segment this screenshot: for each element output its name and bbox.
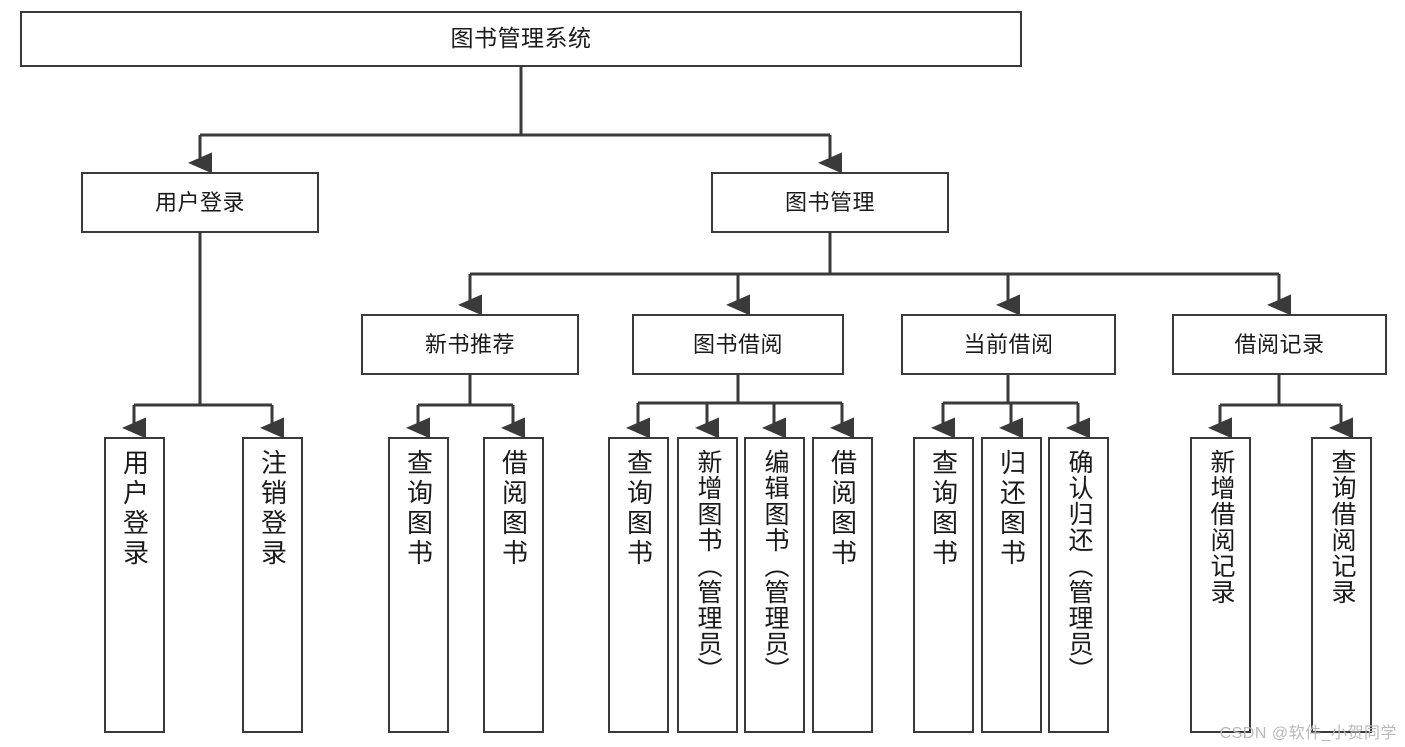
node-new-book-recommend[interactable]: 新书推荐 <box>361 314 579 375</box>
leaf-logout[interactable]: 注销登录 <box>242 437 303 733</box>
leaf-add-borrow-record-label: 新增借阅记录 <box>1207 449 1235 605</box>
leaf-add-book-admin[interactable]: 新增图书（管理员） <box>677 437 738 733</box>
leaf-query-book-borrow-label: 查询图书 <box>623 449 654 569</box>
node-book-management-label: 图书管理 <box>784 189 875 215</box>
leaf-edit-book-admin-label: 编辑图书（管理员） <box>761 449 789 683</box>
leaf-query-book-recommend[interactable]: 查询图书 <box>388 437 449 733</box>
leaf-add-book-admin-label: 新增图书（管理员） <box>694 449 722 683</box>
leaf-return-book-label: 归还图书 <box>996 449 1027 569</box>
node-current-borrow-label: 当前借阅 <box>963 331 1054 357</box>
leaf-borrow-book[interactable]: 借阅图书 <box>812 437 873 733</box>
leaf-query-book-borrow[interactable]: 查询图书 <box>608 437 669 733</box>
node-root-label: 图书管理系统 <box>450 25 592 52</box>
node-user-login[interactable]: 用户登录 <box>81 172 319 233</box>
node-book-borrow-label: 图书借阅 <box>692 331 783 357</box>
leaf-query-borrow-record-label: 查询借阅记录 <box>1328 449 1356 605</box>
node-borrow-record[interactable]: 借阅记录 <box>1172 314 1387 375</box>
node-root[interactable]: 图书管理系统 <box>20 11 1022 67</box>
leaf-query-book-current[interactable]: 查询图书 <box>913 437 974 733</box>
leaf-confirm-return-admin[interactable]: 确认归还（管理员） <box>1048 437 1109 733</box>
leaf-edit-book-admin[interactable]: 编辑图书（管理员） <box>744 437 805 733</box>
leaf-query-book-current-label: 查询图书 <box>928 449 959 569</box>
node-borrow-record-label: 借阅记录 <box>1234 331 1325 357</box>
csdn-watermark: CSDN @软件_小贺同学 <box>1219 725 1397 742</box>
leaf-user-login[interactable]: 用户登录 <box>104 437 165 733</box>
leaf-borrow-book-recommend-label: 借阅图书 <box>498 449 529 569</box>
leaf-confirm-return-admin-label: 确认归还（管理员） <box>1065 449 1093 683</box>
node-user-login-label: 用户登录 <box>154 189 245 215</box>
node-new-book-recommend-label: 新书推荐 <box>424 331 515 357</box>
leaf-user-login-label: 用户登录 <box>119 449 150 569</box>
leaf-logout-label: 注销登录 <box>257 449 288 569</box>
leaf-return-book[interactable]: 归还图书 <box>981 437 1042 733</box>
node-book-management[interactable]: 图书管理 <box>711 172 949 233</box>
leaf-query-borrow-record[interactable]: 查询借阅记录 <box>1311 437 1372 733</box>
leaf-add-borrow-record[interactable]: 新增借阅记录 <box>1190 437 1251 733</box>
leaf-borrow-book-recommend[interactable]: 借阅图书 <box>483 437 544 733</box>
node-current-borrow[interactable]: 当前借阅 <box>901 314 1116 375</box>
leaf-borrow-book-label: 借阅图书 <box>827 449 858 569</box>
node-book-borrow[interactable]: 图书借阅 <box>632 314 844 375</box>
leaf-query-book-recommend-label: 查询图书 <box>403 449 434 569</box>
